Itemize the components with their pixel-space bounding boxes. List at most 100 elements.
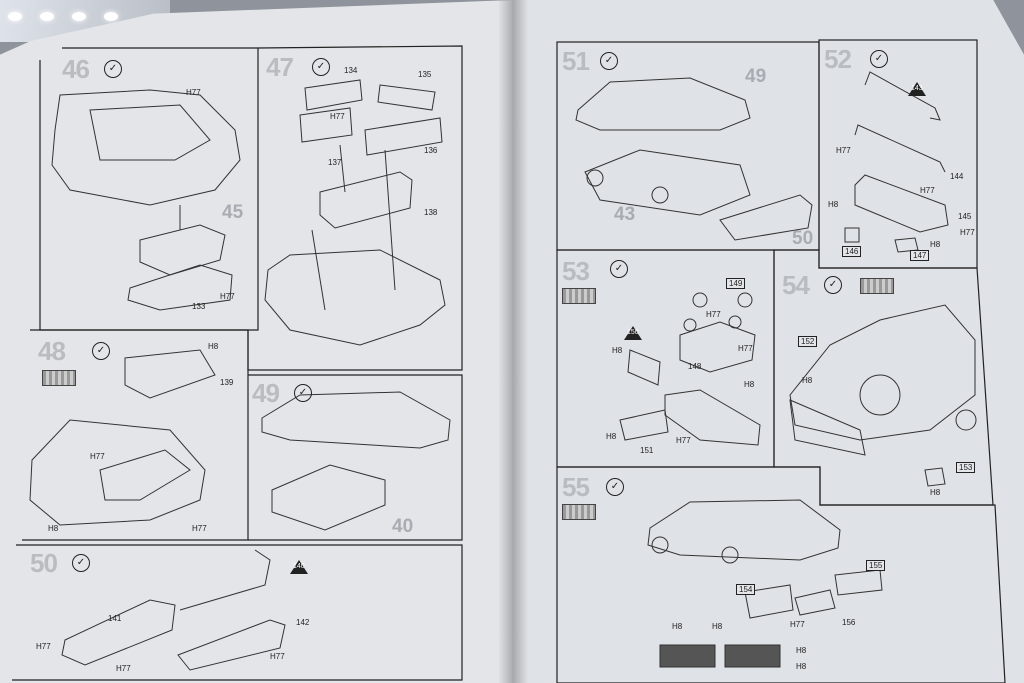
ref-label: H77 xyxy=(920,186,935,195)
step-number-46: 46 xyxy=(62,54,90,84)
part-155-light xyxy=(834,569,883,596)
part-151-bumper-53 xyxy=(619,409,669,441)
car-rear-drawing xyxy=(264,249,446,346)
glue-icon: ✓ xyxy=(92,342,110,360)
glue-icon: ✓ xyxy=(294,384,312,402)
lamp-icon xyxy=(72,12,86,21)
part-label: 151 xyxy=(640,446,654,455)
part-139-mat xyxy=(124,349,216,399)
lamp-icon xyxy=(104,12,118,21)
part-141-bumper xyxy=(61,599,176,666)
ref-label: H8 xyxy=(802,376,813,385)
tail-light-right xyxy=(724,644,781,668)
glue-icon: ✓ xyxy=(870,50,888,68)
part-label: 133 xyxy=(192,302,206,311)
step-number-54: 54 xyxy=(782,270,810,300)
step-number-52: 52 xyxy=(824,44,852,74)
part-label: 50 xyxy=(792,228,814,249)
part-label: 40 xyxy=(392,516,414,537)
ref-label: H77 xyxy=(676,436,691,445)
paint-swatch-icon xyxy=(42,370,76,386)
ref-label: H8 xyxy=(606,432,617,441)
ref-label: H77 xyxy=(706,310,721,319)
step-number-55: 55 xyxy=(562,472,590,502)
ref-label: H8 xyxy=(828,200,839,209)
part-label: 146 xyxy=(842,246,862,257)
part-label: 152 xyxy=(798,336,818,347)
part-156-plate xyxy=(794,589,836,616)
step-number-49: 49 xyxy=(252,378,280,408)
car-body-49-drawing xyxy=(261,391,451,449)
ref-label: H8 xyxy=(796,662,807,671)
ref-label: H77 xyxy=(270,652,285,661)
ref-label: H77 xyxy=(330,112,345,121)
ref-label: H8 xyxy=(712,622,723,631)
part-145-bumper xyxy=(854,174,949,233)
part-label: 138 xyxy=(424,208,438,217)
panel-48-frame xyxy=(22,329,249,541)
glue-icon: ✓ xyxy=(610,260,628,278)
part-144-bar xyxy=(854,124,946,173)
part-label: 149 xyxy=(726,278,746,289)
ref-label: H8 xyxy=(208,342,219,351)
step-number-47: 47 xyxy=(266,52,294,82)
part-label: 134 xyxy=(344,66,358,75)
book-gutter xyxy=(498,0,528,683)
glue-icon: ✓ xyxy=(824,276,842,294)
part-label: 148 xyxy=(688,362,702,371)
paint-swatch-icon xyxy=(860,278,894,294)
part-136 xyxy=(364,117,443,156)
glue-icon: ✓ xyxy=(312,58,330,76)
right-page xyxy=(512,0,1024,683)
part-label: 142 xyxy=(296,618,310,627)
part-label: 49 xyxy=(745,66,767,87)
part-50-bumper-51 xyxy=(719,194,813,241)
part-label: 155 xyxy=(866,560,886,571)
panel-55-frame xyxy=(556,466,1006,683)
ref-label: H77 xyxy=(36,642,51,651)
panel-51-frame xyxy=(556,41,820,251)
ref-label: H8 xyxy=(744,380,755,389)
ref-label: H77 xyxy=(836,146,851,155)
ref-label: H8 xyxy=(930,240,941,249)
ref-label: H8 xyxy=(796,646,807,655)
part-148-grille xyxy=(679,321,756,373)
tail-light-left xyxy=(659,644,716,668)
part-label: 141 xyxy=(108,614,122,623)
part-154-light xyxy=(744,584,794,619)
step-number-51: 51 xyxy=(562,46,590,76)
ref-label: H8 xyxy=(930,488,941,497)
part-label: 139 xyxy=(220,378,234,387)
glue-icon: ✓ xyxy=(600,52,618,70)
paint-swatch-icon xyxy=(562,504,596,520)
warning-triangle-icon: 143 xyxy=(908,82,926,96)
part-label: 147 xyxy=(910,250,930,261)
car-body-51-drawing xyxy=(575,77,751,131)
warning-triangle-icon: 150 xyxy=(624,326,642,340)
lamp-icon xyxy=(8,12,22,21)
ref-label: H77 xyxy=(220,292,235,301)
part-143-bar xyxy=(864,71,941,121)
part-40-interior xyxy=(271,464,386,531)
ref-label: H77 xyxy=(960,228,975,237)
ref-label: H77 xyxy=(116,664,131,673)
part-label: 153 xyxy=(956,462,976,473)
lamp-icon xyxy=(40,12,54,21)
part-label: 144 xyxy=(950,172,964,181)
part-45-floor xyxy=(139,224,226,276)
step-number-53: 53 xyxy=(562,256,590,286)
part-label: 145 xyxy=(958,212,972,221)
panel-46-frame xyxy=(39,47,259,331)
part-142-bumper xyxy=(177,619,286,671)
part-135 xyxy=(377,84,436,111)
step-number-48: 48 xyxy=(38,336,66,366)
part-label: 137 xyxy=(328,158,342,167)
part-label: 154 xyxy=(736,584,756,595)
part-133-floor xyxy=(127,264,233,311)
ref-label: H8 xyxy=(672,622,683,631)
ref-label: H8 xyxy=(612,346,623,355)
part-label: 136 xyxy=(424,146,438,155)
ref-label: H77 xyxy=(90,452,105,461)
part-label: 43 xyxy=(614,204,636,225)
ref-label: H77 xyxy=(738,344,753,353)
